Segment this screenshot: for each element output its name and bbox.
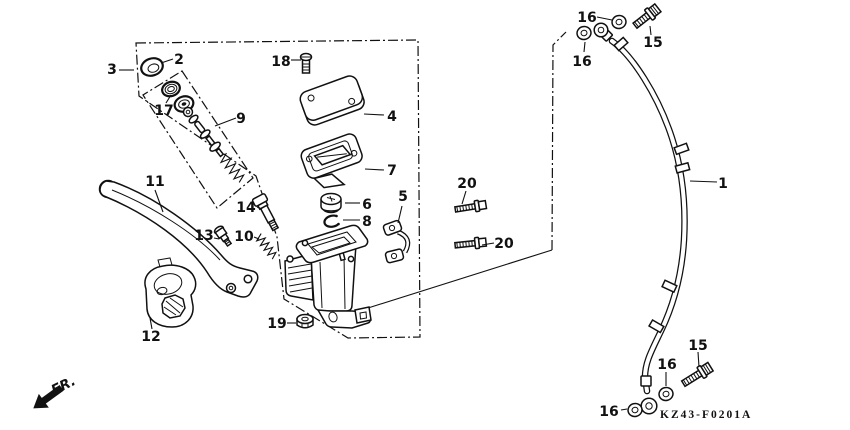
callout-10[interactable]: 10 bbox=[234, 229, 254, 245]
hose-group-boundary bbox=[551, 31, 567, 251]
part-drawing-20-upper bbox=[454, 199, 488, 213]
part-drawing-9 bbox=[182, 106, 245, 183]
part-drawing-11-lever bbox=[98, 179, 259, 298]
callout-11[interactable]: 11 bbox=[145, 174, 164, 190]
part-drawing-16-washers bbox=[576, 14, 674, 418]
part-drawing-19 bbox=[296, 313, 314, 329]
part-drawing-1-hose bbox=[593, 22, 691, 415]
kit-boundary bbox=[142, 70, 254, 209]
callout-5[interactable]: 5 bbox=[398, 189, 408, 205]
callout-13[interactable]: 13 bbox=[194, 228, 213, 244]
callout-16-bottom-middle[interactable]: 16 bbox=[657, 357, 676, 373]
callout-4[interactable]: 4 bbox=[387, 109, 397, 125]
callout-15-bottom[interactable]: 15 bbox=[688, 338, 707, 354]
part-drawing-14 bbox=[251, 193, 280, 232]
callout-9[interactable]: 9 bbox=[236, 111, 246, 127]
callout-14[interactable]: 14 bbox=[236, 200, 256, 216]
part-drawing-15-top bbox=[632, 2, 663, 30]
part-drawing-18 bbox=[299, 52, 313, 74]
callout-7[interactable]: 7 bbox=[387, 163, 397, 179]
callout-15-top[interactable]: 15 bbox=[643, 35, 662, 51]
part-drawing-20-lower bbox=[454, 236, 488, 250]
callout-18[interactable]: 18 bbox=[271, 54, 290, 70]
part-drawing-5 bbox=[382, 219, 411, 264]
diagram-code: KZ43-F0201A bbox=[660, 409, 752, 421]
part-drawing-12-bracket bbox=[144, 257, 197, 328]
callout-1[interactable]: 1 bbox=[718, 176, 728, 192]
part-drawing-15-bottom bbox=[680, 361, 715, 388]
front-direction-marker: FR. bbox=[33, 373, 78, 409]
part-drawing-10 bbox=[255, 233, 278, 260]
master-cylinder-body bbox=[284, 224, 372, 329]
callout-20-upper[interactable]: 20 bbox=[457, 176, 477, 192]
callout-8[interactable]: 8 bbox=[362, 214, 372, 230]
callout-17[interactable]: 17 bbox=[154, 103, 173, 119]
front-direction-label: FR. bbox=[49, 373, 78, 398]
part-drawing-2 bbox=[140, 57, 164, 77]
leader-lines bbox=[119, 16, 718, 411]
part-drawing-8 bbox=[323, 214, 340, 228]
part-drawing-6 bbox=[320, 192, 342, 214]
callout-20-lower[interactable]: 20 bbox=[494, 236, 514, 252]
part-drawing-13 bbox=[213, 225, 233, 248]
front-direction-arrow-icon bbox=[33, 384, 64, 409]
hose-tether-line bbox=[367, 249, 553, 309]
callout-12[interactable]: 12 bbox=[141, 329, 160, 345]
callout-6[interactable]: 6 bbox=[362, 197, 372, 213]
callout-3[interactable]: 3 bbox=[107, 62, 117, 78]
part-drawing-7 bbox=[300, 133, 363, 189]
callout-16-upper-left[interactable]: 16 bbox=[572, 54, 591, 70]
callout-2[interactable]: 2 bbox=[174, 52, 184, 68]
part-drawing-4 bbox=[299, 75, 365, 126]
callout-16-top[interactable]: 16 bbox=[577, 10, 596, 26]
assembly-boundary bbox=[135, 39, 421, 339]
callout-16-bottom-left[interactable]: 16 bbox=[599, 404, 618, 420]
callouts: 3 2 17 9 18 4 7 6 8 5 11 14 13 10 12 19 … bbox=[107, 10, 728, 420]
callout-19[interactable]: 19 bbox=[267, 316, 286, 332]
